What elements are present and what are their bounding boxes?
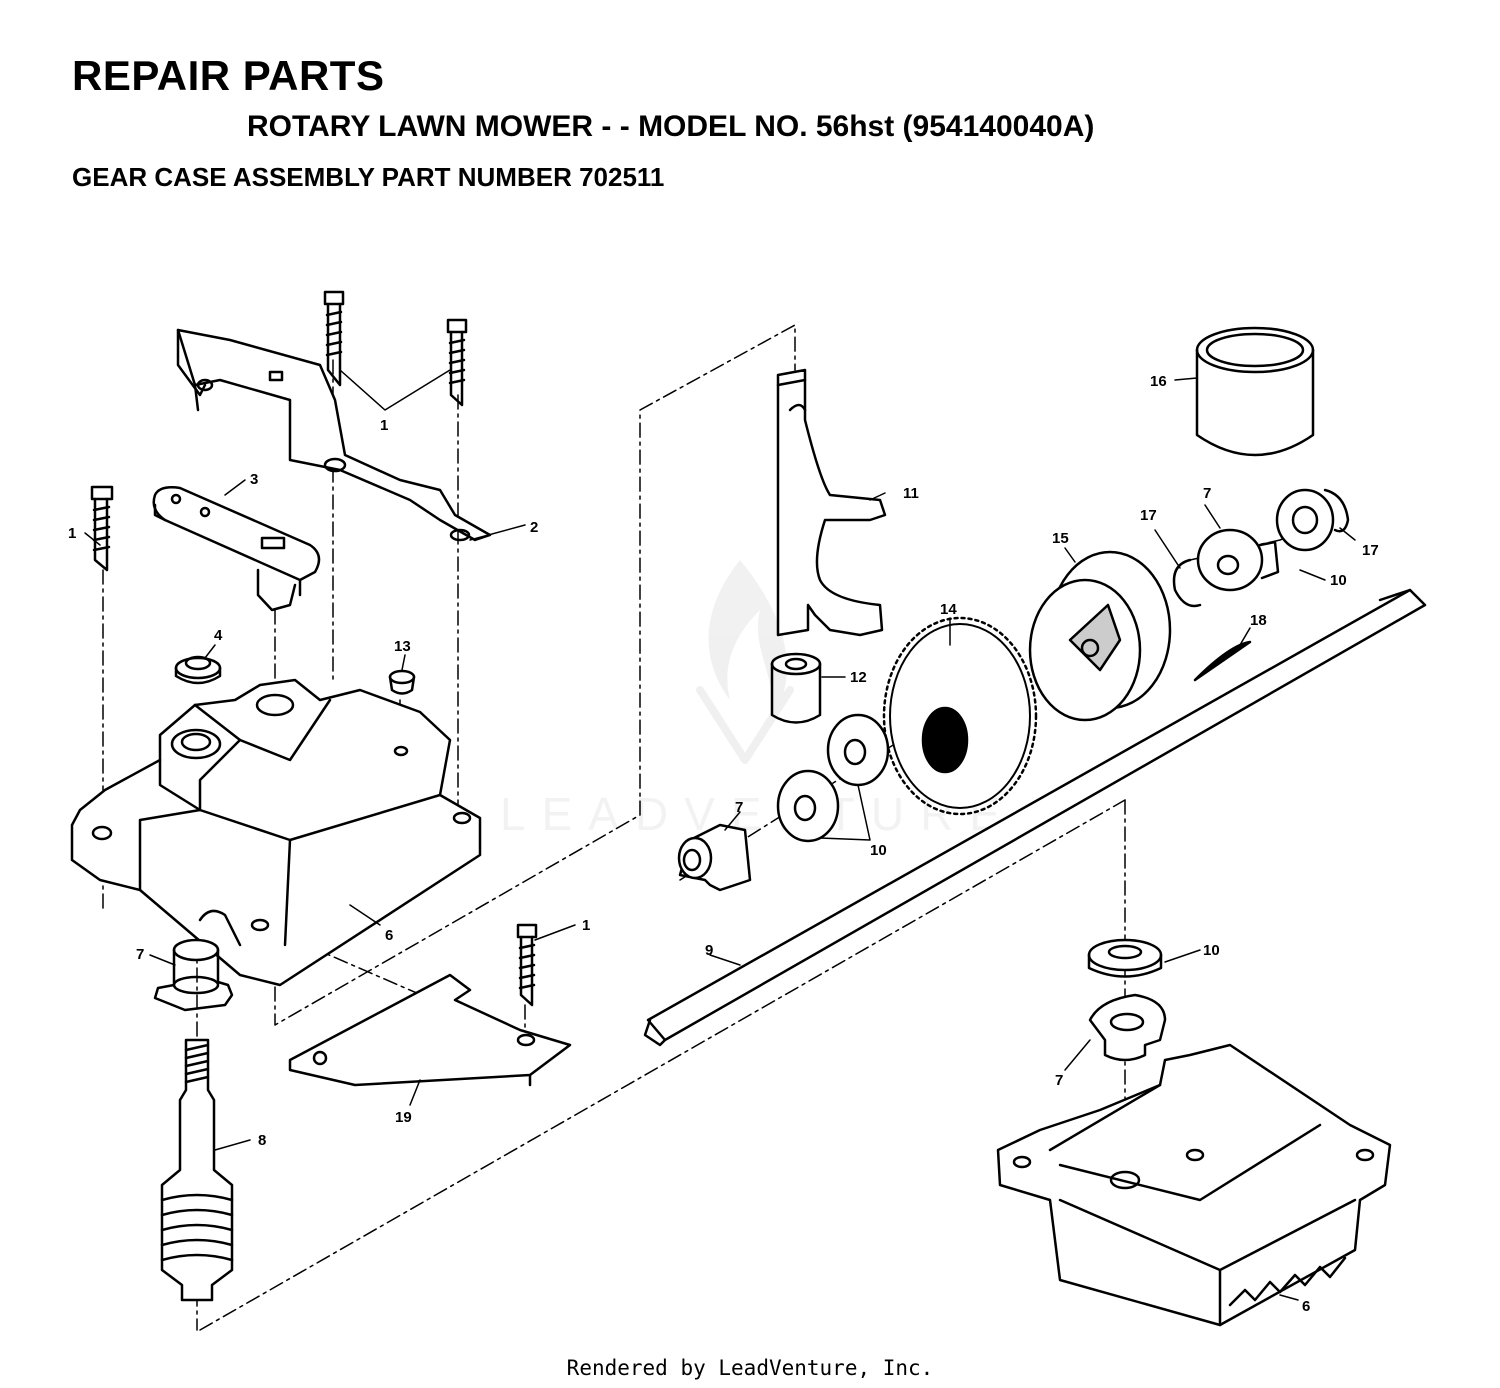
part-17-clips (1172, 488, 1350, 608)
callout-10: 10 (1203, 942, 1220, 959)
callout-19: 19 (395, 1109, 412, 1126)
leader-lines (84, 369, 1356, 1301)
screw-top-right (446, 318, 468, 407)
callout-labels: 1 1 1 2 3 4 6 6 7 7 7 7 8 9 10 10 10 11 … (68, 373, 1379, 1315)
screw-bottom (516, 923, 538, 1007)
assembly-heading: GEAR CASE ASSEMBLY PART NUMBER 702511 (72, 162, 665, 192)
callout-1: 1 (68, 525, 76, 542)
part-6-case-upper (70, 678, 482, 987)
screw-left (90, 485, 114, 572)
callout-15: 15 (1052, 530, 1069, 547)
part-7-bearing-center (677, 823, 752, 892)
part-9-shaft (643, 588, 1427, 1047)
screw-top-left (323, 290, 345, 387)
callout-4: 4 (214, 627, 223, 644)
callout-7: 7 (1203, 485, 1211, 502)
callout-7: 7 (1055, 1072, 1063, 1089)
callout-1: 1 (582, 917, 590, 934)
part-14-gear (882, 616, 1038, 816)
callout-17: 17 (1362, 542, 1379, 559)
part-10-washers (776, 488, 1335, 978)
callout-9: 9 (705, 942, 713, 959)
callout-6: 6 (385, 927, 393, 944)
callout-7: 7 (735, 799, 743, 816)
part-7-bearing-lower-right (1088, 993, 1167, 1062)
callout-11: 11 (903, 485, 919, 502)
page-title: REPAIR PARTS (72, 52, 385, 99)
callout-14: 14 (940, 601, 957, 618)
callout-18: 18 (1250, 612, 1267, 629)
part-3-shift-arm (152, 486, 321, 612)
callout-7: 7 (136, 946, 144, 963)
callout-3: 3 (250, 471, 258, 488)
part-19-plate (288, 973, 572, 1087)
callout-17: 17 (1140, 507, 1157, 524)
callout-12: 12 (850, 669, 867, 686)
part-4-washer (174, 655, 222, 685)
callout-2: 2 (530, 519, 538, 536)
callout-10: 10 (870, 842, 887, 859)
callout-10: 10 (1330, 572, 1347, 589)
part-2-bracket (176, 328, 492, 542)
part-11-shift-fork (776, 368, 887, 637)
part-12-bushing (770, 652, 822, 724)
part-18-key (1193, 640, 1252, 682)
callout-1: 1 (380, 417, 388, 434)
part-1-screws (90, 290, 538, 1007)
part-7-bearing-right (1196, 528, 1280, 592)
footer-credit: Rendered by LeadVenture, Inc. (566, 1356, 934, 1380)
page-subtitle: ROTARY LAWN MOWER - - MODEL NO. 56hst (9… (247, 110, 1095, 143)
part-16-sleeve (1195, 326, 1315, 457)
callout-16: 16 (1150, 373, 1167, 390)
part-7-bearing-left (153, 938, 234, 1012)
part-15-clutch (1028, 550, 1172, 722)
callout-13: 13 (394, 638, 411, 655)
callout-6: 6 (1302, 1298, 1310, 1315)
callout-8: 8 (258, 1132, 266, 1149)
part-8-worm-shaft (160, 1038, 234, 1302)
part-13-plug (388, 669, 416, 695)
part-6-case-lower (996, 1043, 1392, 1327)
